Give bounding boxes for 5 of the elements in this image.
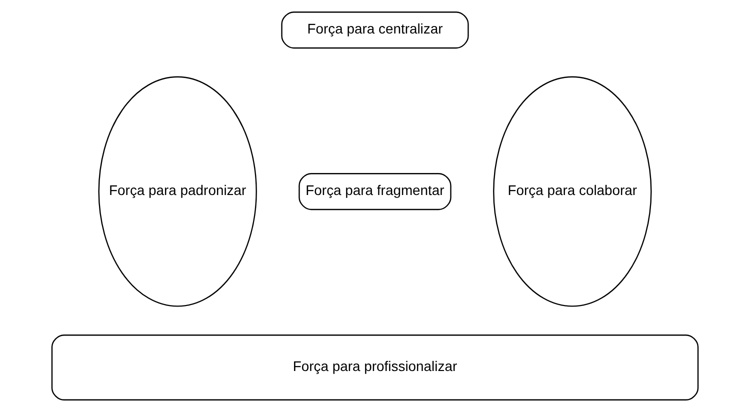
node-ellipse: Força para colaborar [493,76,652,307]
node-ellipse: Força para padronizar [98,76,257,307]
node-box: Força para profissionalizar [51,334,699,400]
node-box: Força para centralizar [281,12,469,49]
node-box: Força para fragmentar [298,173,452,210]
